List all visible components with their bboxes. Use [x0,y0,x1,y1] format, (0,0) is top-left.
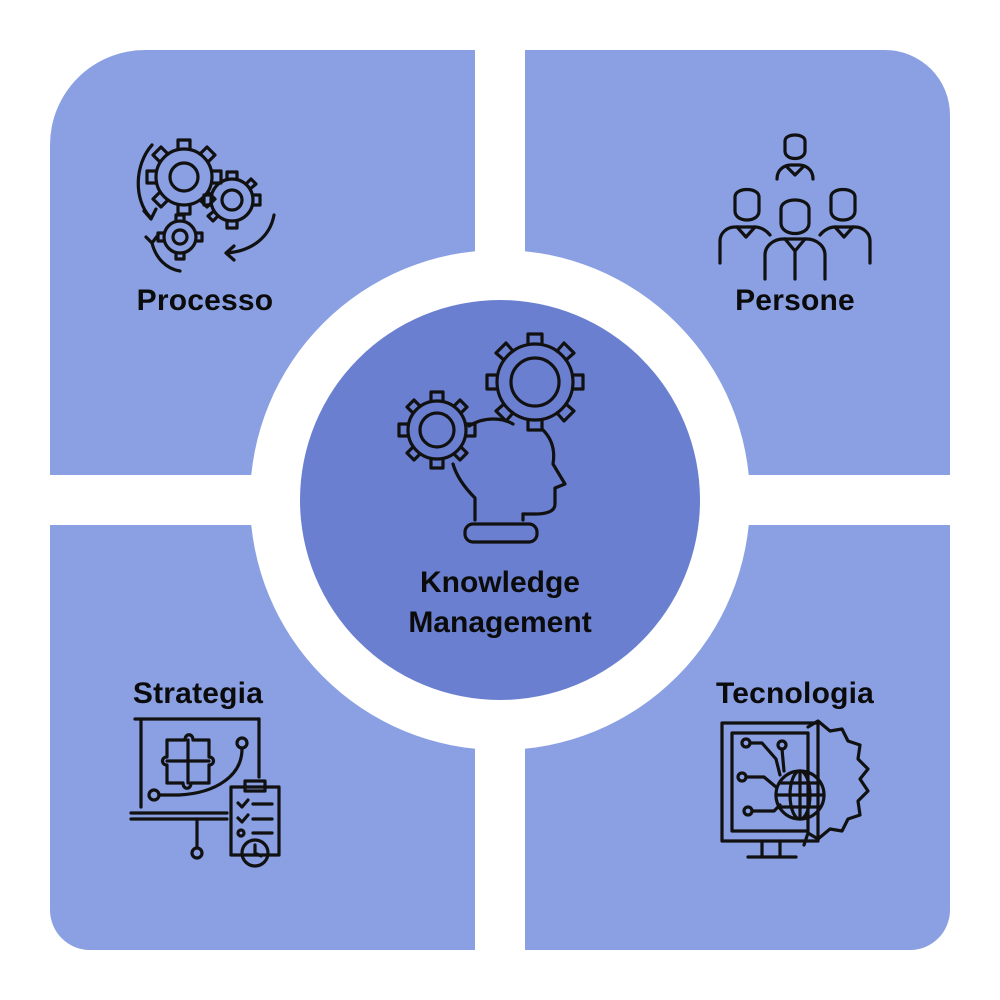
quadrant-label-tecnologia: Tecnologia [715,677,875,710]
gears-cycle-icon [136,138,276,273]
center-title: Knowledge Management [408,563,591,643]
center-title-line1: Knowledge [419,566,580,599]
head-gears-icon [397,332,585,544]
people-group-icon [718,133,872,281]
quadrant-label-persone: Persone [735,284,855,317]
strategy-board-icon [129,717,281,868]
tech-monitor-globe-icon [720,719,870,859]
quadrant-label-processo: Processo [136,284,274,317]
center-title-line2: Management [408,606,592,639]
quadrant-label-strategia: Strategia [132,677,264,710]
